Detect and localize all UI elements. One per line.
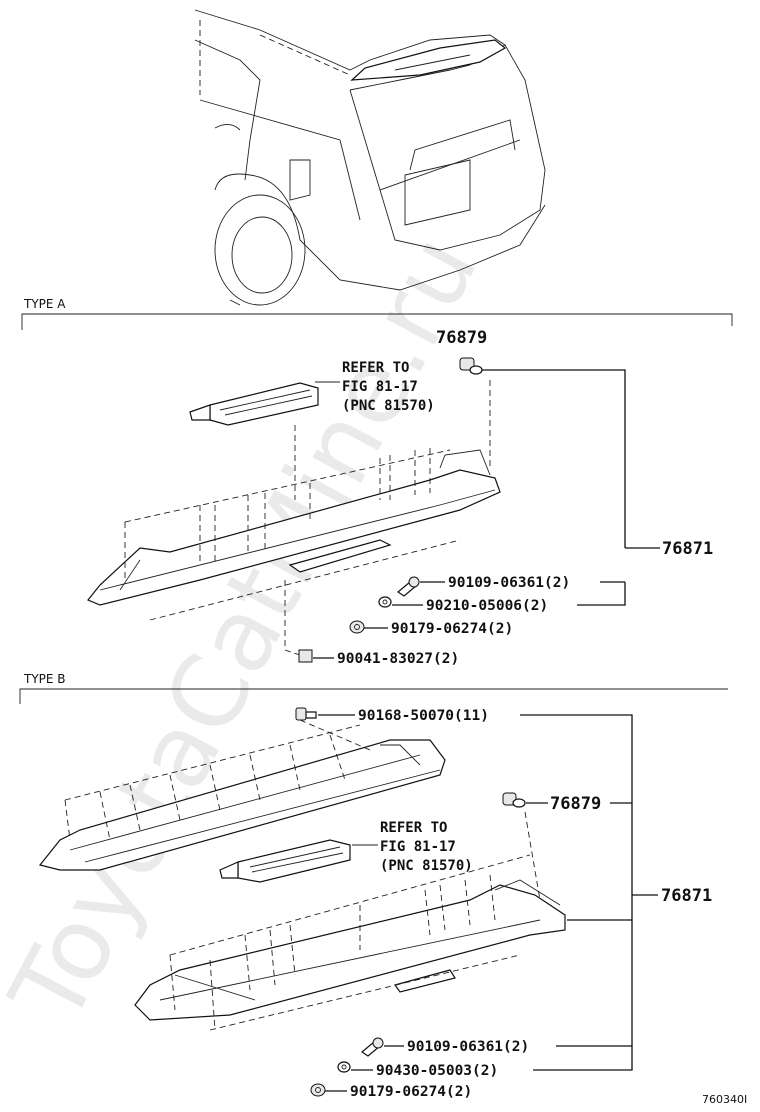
type-a-label-76879: 76879 bbox=[436, 328, 487, 348]
type-a-nut-icon bbox=[349, 620, 365, 634]
type-b-upper-spoiler bbox=[38, 739, 446, 871]
type-b-cap-76879-icon bbox=[502, 792, 526, 808]
type-a-mount-lines bbox=[124, 380, 491, 656]
type-a-bolt-icon bbox=[396, 576, 420, 597]
type-b-lower-spoiler bbox=[134, 879, 566, 1021]
type-b-nut-icon bbox=[310, 1083, 326, 1097]
type-b-section: TYPE B 90168-50070(11) bbox=[19, 672, 728, 1100]
type-b-label-76871: 76871 bbox=[661, 886, 712, 906]
type-a-refer-line2: FIG 81-17 bbox=[342, 379, 418, 395]
type-b-stop-lamp bbox=[219, 839, 351, 883]
type-b-clip-90168-icon bbox=[295, 707, 317, 721]
type-a-title: TYPE A bbox=[23, 297, 66, 311]
diagram-code: 760340I bbox=[702, 1093, 747, 1106]
type-b-upper-mount-lines bbox=[64, 719, 371, 841]
type-b-lower-mount-lines bbox=[169, 854, 531, 1031]
type-b-bolt-icon bbox=[360, 1037, 384, 1057]
type-a-spoiler bbox=[87, 449, 501, 606]
type-a-cap-76879-icon bbox=[459, 357, 483, 375]
type-a-label-90041: 90041-83027(2) bbox=[337, 651, 459, 667]
type-b-label-90109: 90109-06361(2) bbox=[407, 1039, 529, 1055]
type-a-clip-icon bbox=[298, 649, 313, 663]
type-a-refer-line3: (PNC 81570) bbox=[342, 398, 435, 414]
type-b-label-90179: 90179-06274(2) bbox=[350, 1084, 472, 1100]
type-a-label-90109: 90109-06361(2) bbox=[448, 575, 570, 591]
type-a-label-90179: 90179-06274(2) bbox=[391, 621, 513, 637]
type-a-section: TYPE A 76879 76871 REFER TO FIG 81-17 (P… bbox=[21, 297, 733, 667]
type-a-stop-lamp bbox=[189, 382, 319, 426]
type-b-refer-line1: REFER TO bbox=[380, 820, 447, 836]
type-a-label-76871: 76871 bbox=[662, 539, 713, 559]
type-b-title: TYPE B bbox=[23, 672, 66, 686]
type-b-label-90430: 90430-05003(2) bbox=[376, 1063, 498, 1079]
type-b-refer-line3: (PNC 81570) bbox=[380, 858, 473, 874]
type-a-label-90210: 90210-05006(2) bbox=[426, 598, 548, 614]
type-b-label-76879: 76879 bbox=[550, 794, 601, 814]
vehicle-illustration bbox=[194, 9, 546, 306]
type-a-washer-icon bbox=[378, 596, 392, 608]
type-b-washer-icon bbox=[337, 1061, 351, 1073]
type-b-refer-line2: FIG 81-17 bbox=[380, 839, 456, 855]
type-b-label-90168: 90168-50070(11) bbox=[358, 708, 489, 724]
type-a-refer-line1: REFER TO bbox=[342, 360, 409, 376]
